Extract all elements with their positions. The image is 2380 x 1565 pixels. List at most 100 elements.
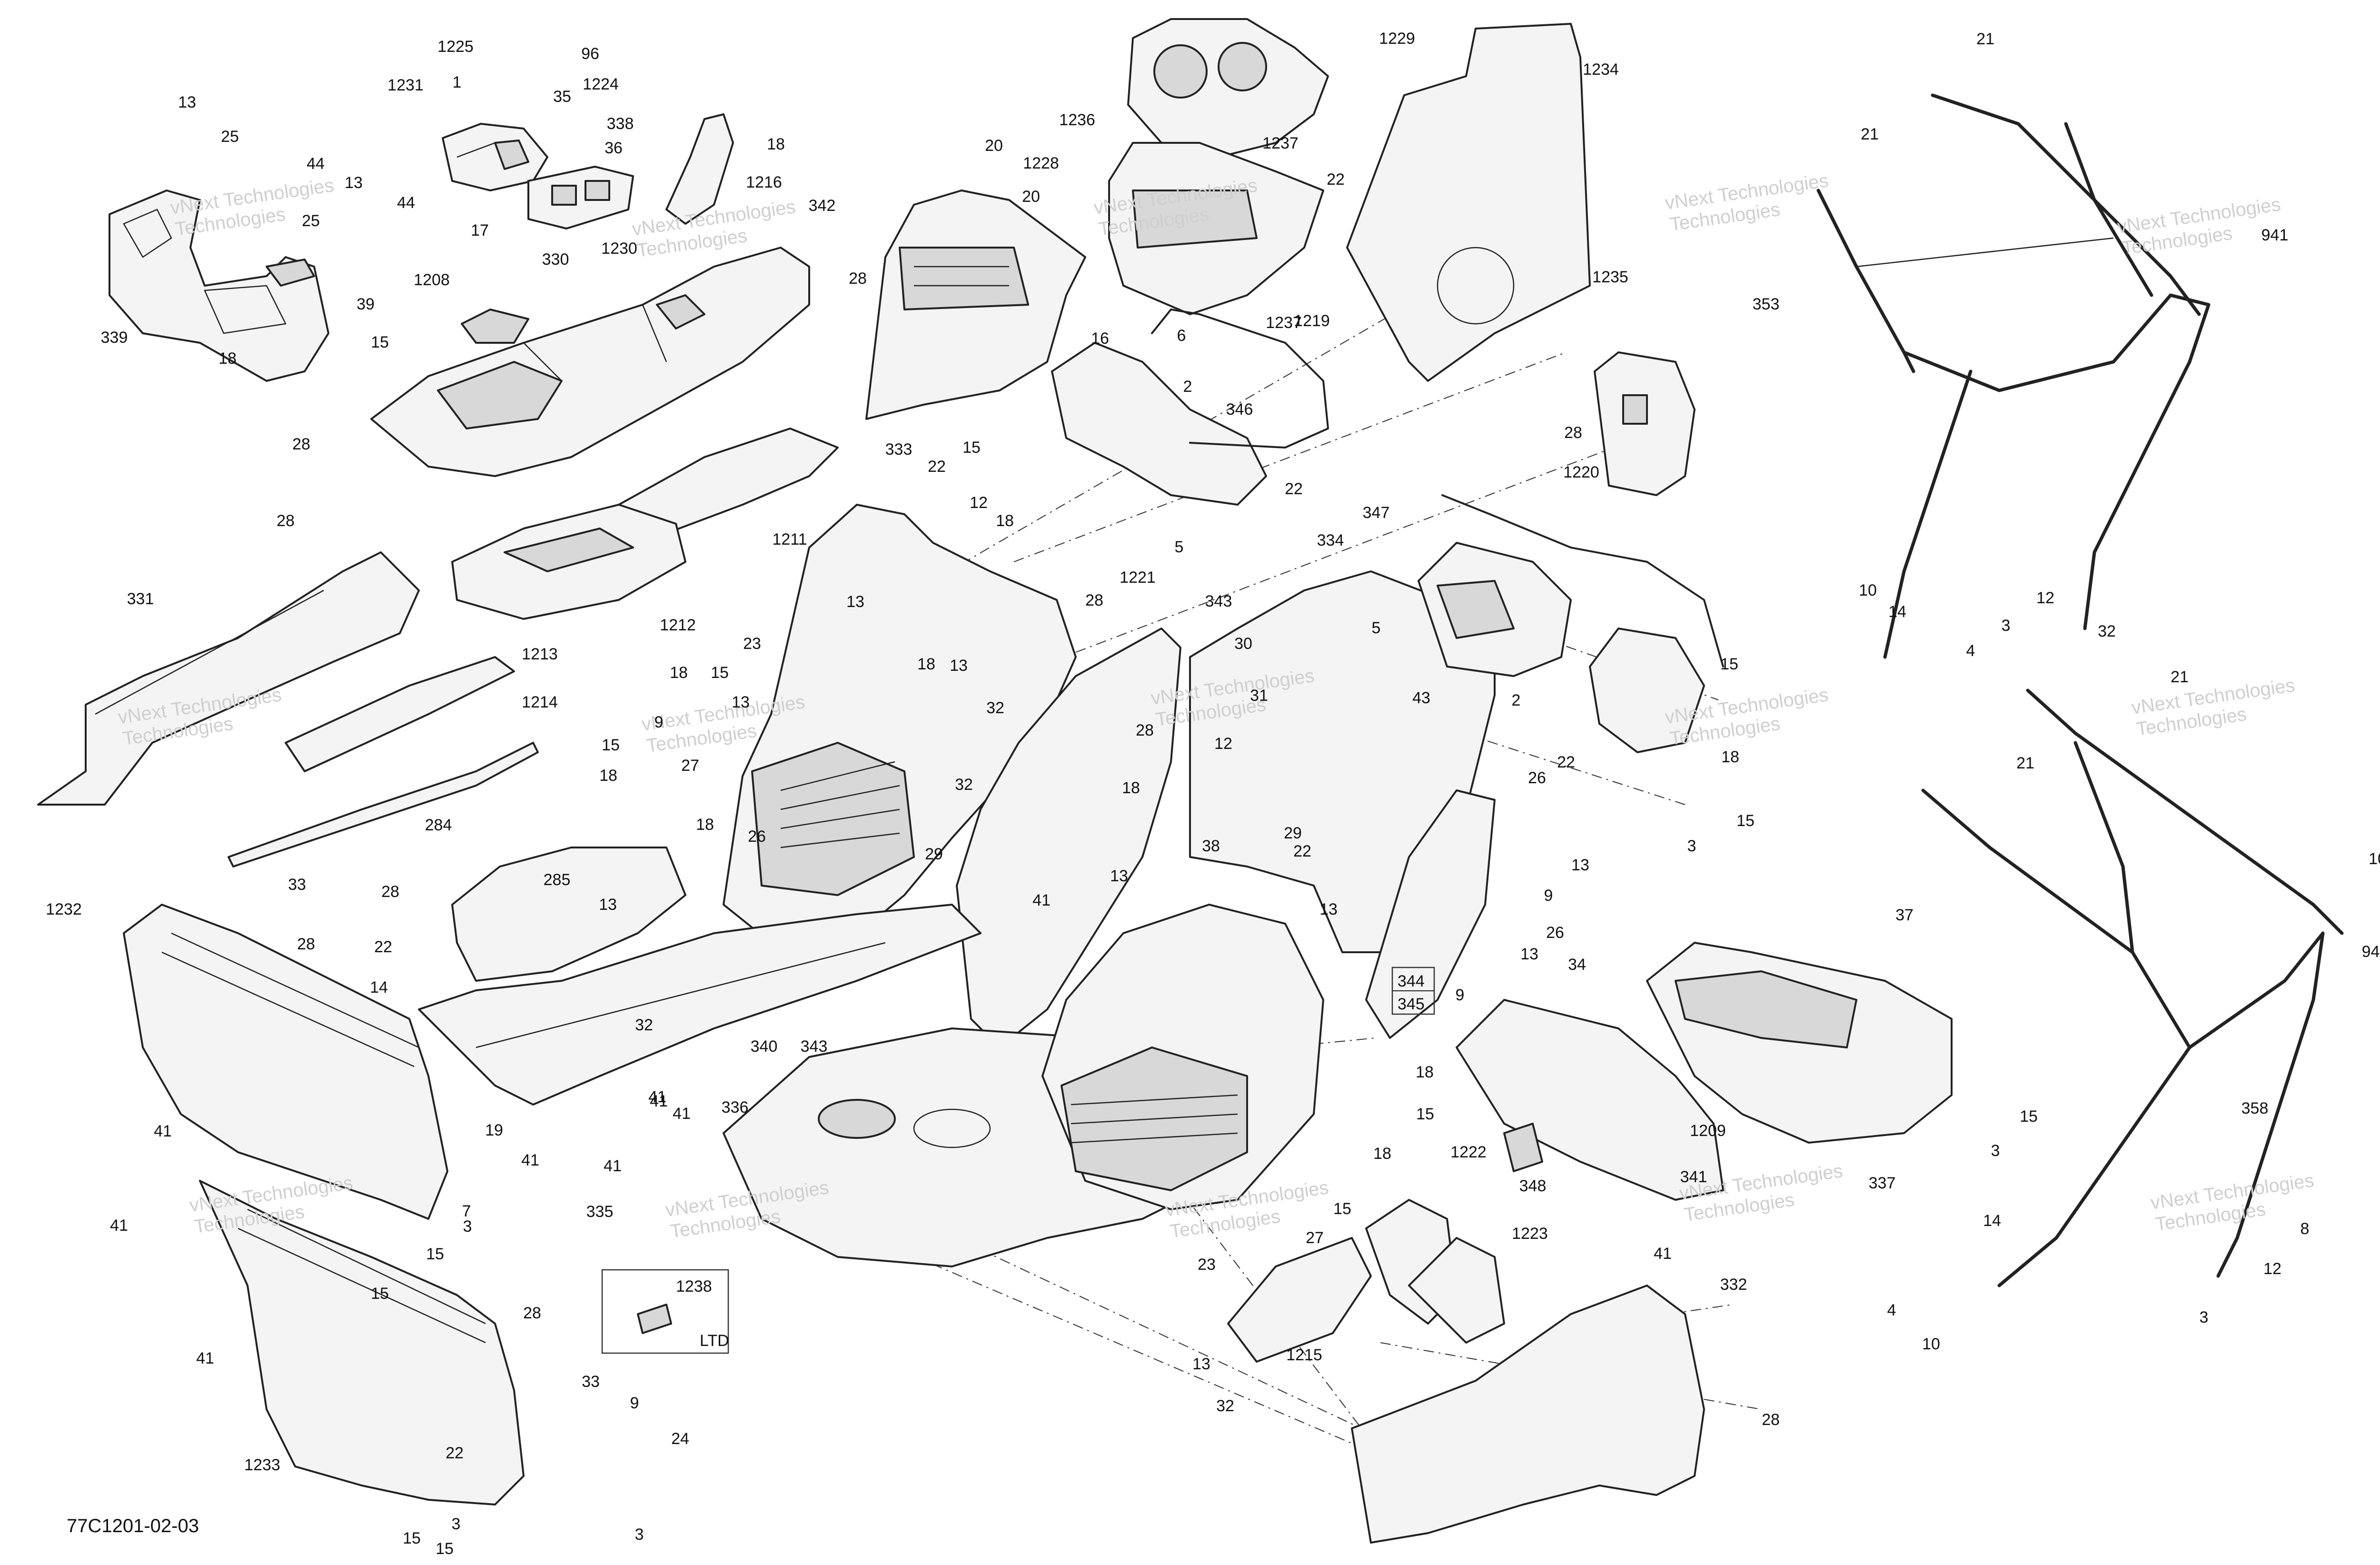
callout-label: 13 [732,693,750,711]
callout-label: 13 [1520,945,1538,963]
callout-label: 16 [1091,329,1109,348]
callout-label: 39 [357,295,375,313]
callout-label: 18 [218,349,237,368]
callout-label: 32 [1216,1397,1234,1415]
rear-fender-332 [1351,1285,1705,1544]
heater-duct-347 [1418,542,1572,677]
plate-1235 [1594,351,1696,496]
callout-label: 44 [307,155,325,173]
dash-panel-342 [865,189,1086,420]
callout-label: 15 [711,664,729,682]
callout-label: 22 [1285,480,1303,498]
callout-label: 13 [950,657,968,675]
callout-label: 14 [1983,1212,2001,1230]
callout-label: 12 [2036,589,2054,607]
trim-rod-1214 [228,742,539,867]
drawing-code: 77C1201-02-03 [67,1515,199,1536]
callout-label: 346 [1226,400,1253,419]
right-floor-340 [1041,904,1324,1210]
callout-label: 1235 [1592,268,1628,286]
callout-label: 348 [1519,1177,1547,1195]
callout-label: 18 [696,816,714,834]
callout-label: 285 [544,871,571,889]
callout-label: 941 [2362,943,2380,961]
callout-label: 18 [1721,748,1739,766]
callout-label: 15 [371,333,389,351]
callout-label: 1219 [1294,312,1330,330]
callout-label: 3 [1991,1142,2000,1160]
callout-label: 36 [605,139,623,157]
callout-label: 13 [345,174,363,192]
callout-label: 26 [1546,924,1564,942]
callout-label: 22 [446,1444,464,1462]
callout-label: 284 [425,816,452,834]
callout-label: 1216 [746,173,782,191]
callout-label: 23 [1198,1256,1216,1274]
console-rear-cover-339 [109,189,329,382]
callout-label: 3 [452,1515,461,1533]
rear-cover-1209 [1646,942,1953,1144]
callout-label: 3 [2002,617,2011,635]
cluster-housing-1229 [1127,18,1329,158]
callout-label: 30 [1234,635,1252,653]
callout-label: 4 [1966,642,1975,660]
callout-label: 18 [1373,1145,1391,1163]
callout-label: 18 [767,135,785,153]
callout-label: 20 [985,137,1003,155]
callout-label: 331 [127,590,154,608]
callout-label: 333 [885,440,912,459]
stack-label-bottom: 345 [1398,995,1425,1013]
cable-1219 [1151,309,1329,449]
trim-348 [1503,1123,1543,1172]
callout-label: 12 [1214,735,1232,753]
callout-label: 37 [1895,906,1914,924]
callout-label: 41 [604,1157,622,1175]
callout-label: 10 [2369,850,2380,868]
lower-grille-1233 [199,1180,525,1505]
callout-label: 28 [277,512,295,530]
callout-label: 1230 [601,239,637,258]
callout-label: 1215 [1286,1346,1322,1364]
roll-cage-353 [1816,93,2211,659]
callout-label: 22 [1327,170,1345,189]
front-grille-1232 [123,904,448,1220]
callout-label: 2 [1183,378,1192,396]
callout-label: 341 [1680,1168,1707,1186]
callout-label: 32 [2098,622,2116,640]
callout-label: 20 [1022,188,1040,206]
callout-label: 15 [1720,655,1738,673]
switch-plate-1230 [527,166,634,229]
callout-label: 18 [996,512,1014,530]
callout-label: 35 [553,88,571,106]
callout-label: 3 [463,1217,472,1236]
callout-label: 6 [1177,327,1186,345]
callout-label: 15 [1416,1105,1434,1123]
callout-label: 3 [635,1525,644,1544]
callout-label: 18 [917,655,935,673]
callout-label: 3 [2200,1308,2209,1326]
callout-label: 41 [673,1105,691,1123]
firewall-panel-1234 [1346,23,1591,382]
callout-label: 41 [110,1216,128,1235]
callout-label: 33 [582,1373,600,1391]
callout-label: 21 [1976,30,1994,48]
callout-label: 1232 [46,900,82,918]
callout-label: 28 [292,435,310,453]
ltd-box-text: LTD [700,1332,729,1350]
callout-label: 15 [1333,1200,1351,1218]
callout-label: 1213 [522,645,558,663]
callout-label: 10 [1922,1335,1940,1353]
ltd-box-part-number: 1238 [676,1277,712,1296]
callout-label: 41 [1654,1245,1672,1263]
left-floor-panel-333 [723,504,1077,944]
callout-label: 1212 [660,616,696,634]
callout-label: 340 [751,1037,778,1056]
callout-label: 2 [1512,691,1521,709]
callout-label: 1224 [583,75,619,93]
callout-label: 26 [748,827,766,846]
callout-label: 28 [1564,424,1582,442]
callout-label: 342 [809,197,836,215]
callout-label: 43 [1412,689,1430,707]
callout-label: 1237 [1262,134,1299,152]
